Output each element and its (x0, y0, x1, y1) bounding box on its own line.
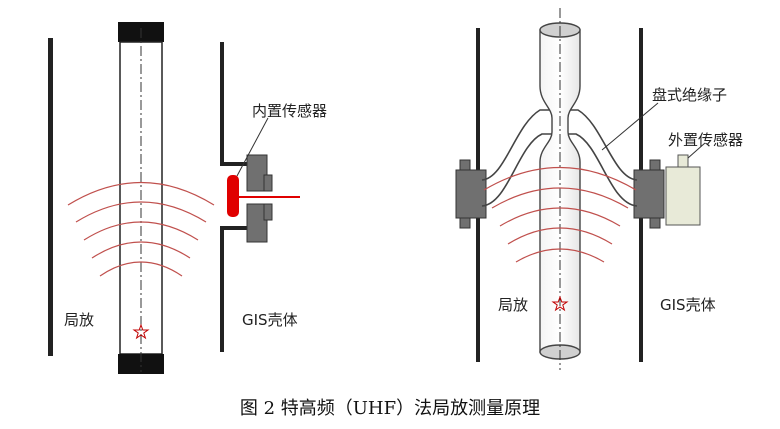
right-gis-label: GIS壳体 (660, 296, 716, 314)
external-sensor-label: 外置传感器 (668, 131, 743, 149)
right-flange (633, 169, 665, 219)
external-sensor (665, 154, 701, 226)
left-panel: 内置传感器 局放 GIS壳体 (48, 22, 327, 374)
left-pd-label: 局放 (64, 311, 94, 329)
left-em-waves (67, 182, 215, 277)
internal-sensor-leader (236, 117, 269, 177)
left-flange (455, 169, 487, 219)
left-gis-label: GIS壳体 (242, 311, 298, 329)
right-pd-source-star (551, 295, 569, 312)
external-sensor-leader (687, 142, 706, 159)
figure-caption: 图 2 特高频（UHF）法局放测量原理 (240, 398, 540, 419)
internal-sensor-label: 内置传感器 (252, 102, 327, 120)
right-panel: 盘式绝缘子 外置传感器 局放 GIS壳体 (455, 8, 743, 370)
right-conductor (539, 8, 581, 370)
left-enclosure-wall (48, 38, 53, 356)
left-enclosure-with-port (220, 42, 273, 352)
right-pd-label: 局放 (498, 296, 528, 314)
pd-source-star (132, 323, 150, 340)
left-conductor (118, 22, 164, 374)
right-em-waves (483, 167, 637, 263)
insulator-leader (601, 102, 659, 151)
internal-sensor (227, 175, 239, 217)
insulator-label: 盘式绝缘子 (652, 86, 727, 104)
